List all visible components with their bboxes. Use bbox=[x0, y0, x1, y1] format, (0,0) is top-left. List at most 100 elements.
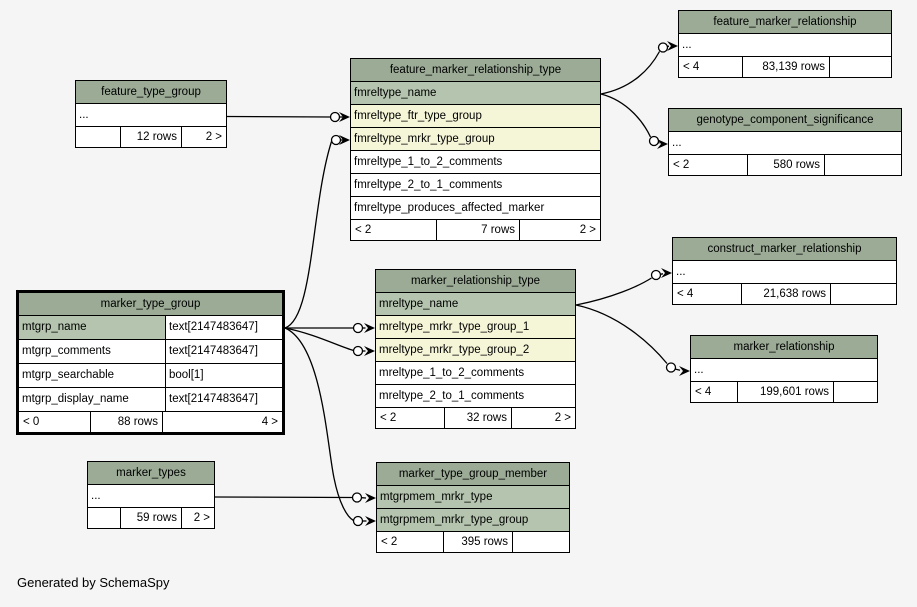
column-name: ... bbox=[682, 39, 692, 51]
column-type: text[2147483647] bbox=[165, 388, 282, 411]
column-name: ... bbox=[672, 137, 682, 149]
edge-marker_types-to-mtgrpmem_mrkr_type bbox=[214, 492, 376, 503]
footer-cell: 59 rows bbox=[120, 508, 181, 528]
table-title-marker_type_group_member: marker_type_group_member bbox=[377, 463, 569, 486]
column-row-fmreltype_2_to_1_comments: fmreltype_2_to_1_comments bbox=[351, 174, 600, 197]
column-name: mreltype_2_to_1_comments bbox=[379, 390, 525, 402]
column-row-marker_types-more-columns: ... bbox=[88, 485, 214, 508]
footer-cell bbox=[512, 532, 569, 552]
column-name: ... bbox=[676, 266, 686, 278]
table-genotype_component_significance[interactable]: genotype_component_significance... < 2 580… bbox=[668, 108, 902, 176]
column-row-mreltype_name: mreltype_name bbox=[376, 293, 575, 316]
column-name: fmreltype_name bbox=[354, 87, 437, 99]
column-name: mreltype_mrkr_type_group_1 bbox=[379, 321, 530, 333]
column-row-fmreltype_mrkr_type_group: fmreltype_mrkr_type_group bbox=[351, 128, 600, 151]
footer-cell: 12 rows bbox=[120, 127, 181, 147]
column-type: bool[1] bbox=[165, 364, 282, 387]
footer-cell: < 4 bbox=[695, 386, 712, 398]
column-row-mreltype_mrkr_type_group_2: mreltype_mrkr_type_group_2 bbox=[376, 339, 575, 362]
column-row-mtgrpmem_mrkr_type: mtgrpmem_mrkr_type bbox=[377, 486, 569, 509]
footer-cell: < 4 bbox=[683, 61, 700, 73]
column-name: mtgrpmem_mrkr_type bbox=[380, 491, 493, 503]
footer-cell: 4 > bbox=[162, 412, 282, 432]
table-feature_marker_relationship_type[interactable]: feature_marker_relationship_type fmreltyp… bbox=[350, 58, 601, 241]
edge-marker_type_group-to-fmreltype_mrkr_type_group bbox=[284, 134, 350, 329]
footer-cell: 395 rows bbox=[443, 532, 512, 552]
column-row-fmreltype_produces_affected_marker: fmreltype_produces_affected_marker bbox=[351, 197, 600, 220]
column-row-mreltype_2_to_1_comments: mreltype_2_to_1_comments bbox=[376, 385, 575, 408]
footer-cell bbox=[829, 57, 891, 77]
table-title-feature_marker_relationship_type: feature_marker_relationship_type bbox=[351, 59, 600, 82]
column-row-construct_marker_relationship-more-columns: ... bbox=[673, 261, 896, 284]
table-marker_type_group_member[interactable]: marker_type_group_member mtgrpmem_mrkr_ty… bbox=[376, 462, 570, 553]
footer-cell bbox=[88, 508, 120, 528]
table-title-marker_type_group: marker_type_group bbox=[19, 293, 282, 316]
column-name: mtgrp_display_name bbox=[19, 388, 165, 411]
column-name: ... bbox=[694, 364, 704, 376]
edge-mreltype_name-to-marker_relationship bbox=[575, 304, 690, 376]
table-feature_marker_relationship[interactable]: feature_marker_relationship... < 4 83,139 … bbox=[678, 10, 892, 78]
column-name: mtgrp_name bbox=[19, 316, 165, 339]
footer-cell: 2 > bbox=[511, 408, 575, 428]
footer-cell: 88 rows bbox=[90, 412, 162, 432]
column-name: mtgrp_comments bbox=[19, 340, 165, 363]
footer-cell: 580 rows bbox=[747, 155, 824, 175]
column-name: ... bbox=[91, 490, 101, 502]
edge-fmreltype_name-to-feature_marker_relationship bbox=[600, 41, 678, 95]
column-row-fmreltype_name: fmreltype_name bbox=[351, 82, 600, 105]
table-title-genotype_component_significance: genotype_component_significance bbox=[669, 109, 901, 132]
footer-cell: 2 > bbox=[181, 508, 214, 528]
column-name: fmreltype_1_to_2_comments bbox=[354, 156, 503, 168]
table-title-feature_marker_relationship: feature_marker_relationship bbox=[679, 11, 891, 34]
column-row-mreltype_1_to_2_comments: mreltype_1_to_2_comments bbox=[376, 362, 575, 385]
column-type: text[2147483647] bbox=[165, 316, 282, 339]
column-name: mreltype_name bbox=[379, 298, 459, 310]
table-title-marker_types: marker_types bbox=[88, 462, 214, 485]
column-row-mtgrpmem_mrkr_type_group: mtgrpmem_mrkr_type_group bbox=[377, 509, 569, 532]
footer-cell bbox=[76, 127, 120, 147]
footer-cell: < 2 bbox=[355, 224, 372, 236]
column-name: mreltype_mrkr_type_group_2 bbox=[379, 344, 530, 356]
footer-cell: 83,139 rows bbox=[742, 57, 829, 77]
edge-marker_type_group-to-mreltype_mrkr_type_group_2 bbox=[284, 327, 375, 357]
column-name: ... bbox=[79, 109, 89, 121]
table-title-feature_type_group: feature_type_group bbox=[76, 81, 226, 104]
table-title-marker_relationship: marker_relationship bbox=[691, 336, 877, 359]
edge-marker_type_group-to-mtgrpmem_mrkr_type_group bbox=[284, 327, 376, 527]
column-row-fmreltype_ftr_type_group: fmreltype_ftr_type_group bbox=[351, 105, 600, 128]
footer-cell bbox=[830, 284, 896, 304]
column-row-mreltype_mrkr_type_group_1: mreltype_mrkr_type_group_1 bbox=[376, 316, 575, 339]
table-footer-marker_type_group_member: < 2 395 rows bbox=[377, 532, 569, 552]
footer-cell: < 0 bbox=[23, 416, 40, 428]
footer-cell: < 2 bbox=[381, 536, 398, 548]
footer-cell: < 4 bbox=[677, 288, 694, 300]
column-name: fmreltype_2_to_1_comments bbox=[354, 179, 503, 191]
column-row-feature_marker_relationship-more-columns: ... bbox=[679, 34, 891, 57]
table-footer-genotype_component_significance: < 2 580 rows bbox=[669, 155, 901, 175]
column-name: fmreltype_mrkr_type_group bbox=[354, 133, 495, 145]
table-title-construct_marker_relationship: construct_marker_relationship bbox=[673, 238, 896, 261]
column-row-genotype_component_significance-more-columns: ... bbox=[669, 132, 901, 155]
footer-cell bbox=[824, 155, 901, 175]
footer-cell bbox=[833, 382, 877, 402]
edge-marker_type_group-to-mreltype_mrkr_type_group_1 bbox=[285, 322, 375, 334]
footer-cell: < 2 bbox=[673, 159, 690, 171]
